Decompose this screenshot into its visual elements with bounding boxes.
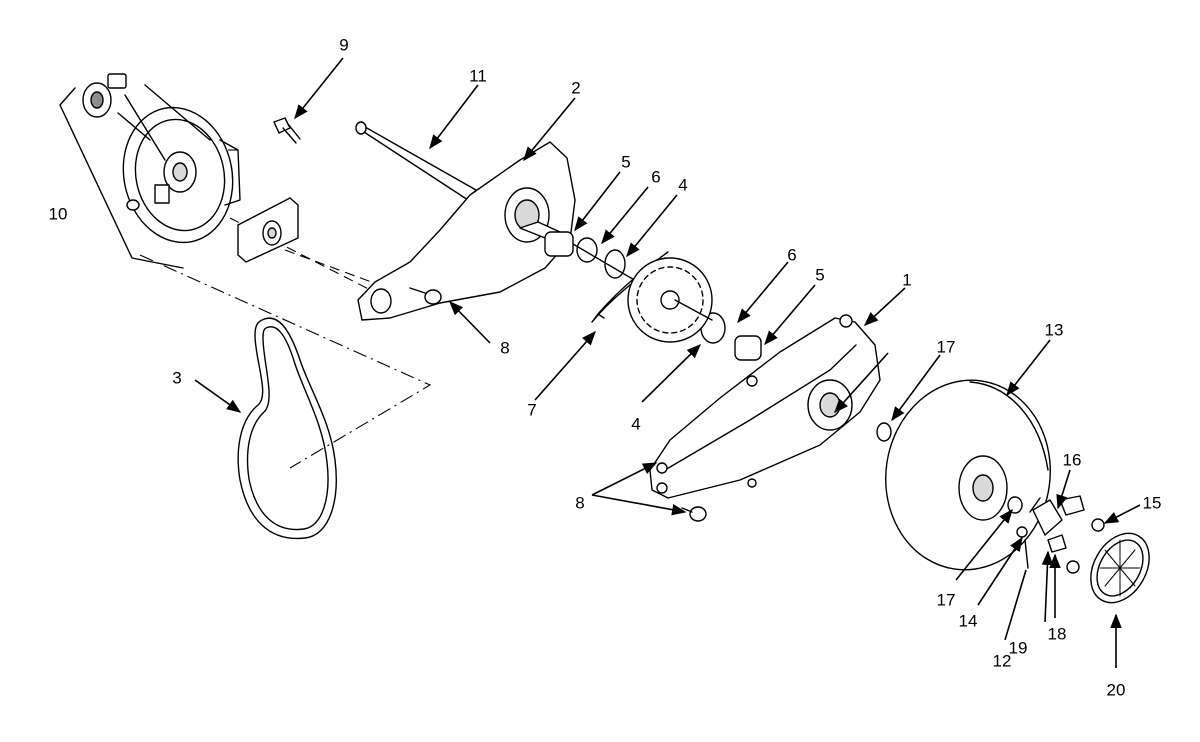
callout-13: 13 <box>1044 320 1064 340</box>
sprocket <box>627 257 713 343</box>
callout-14: 14 <box>958 611 978 631</box>
callout-19: 19 <box>1008 638 1028 658</box>
bolt-8-top <box>409 287 442 305</box>
leader-arrows <box>194 57 1141 668</box>
v-belt <box>237 317 337 540</box>
callout-2: 2 <box>571 78 581 98</box>
callout-6a: 6 <box>651 167 661 187</box>
hubcap <box>1090 532 1150 604</box>
wheel <box>885 379 1051 571</box>
callout-17a: 17 <box>936 337 956 357</box>
callout-4b: 4 <box>631 414 641 434</box>
callout-16: 16 <box>1062 450 1082 470</box>
callout-12: 12 <box>992 651 1012 671</box>
callout-8a: 8 <box>500 338 510 358</box>
callout-20: 20 <box>1106 680 1126 700</box>
callout-11: 11 <box>469 66 487 86</box>
chain-case-cover <box>649 314 881 499</box>
bracket-10 <box>59 87 184 269</box>
callout-8b: 8 <box>575 493 585 513</box>
callout-3: 3 <box>172 368 182 388</box>
callout-7: 7 <box>527 400 537 420</box>
callout-18: 18 <box>1047 624 1067 644</box>
callout-15: 15 <box>1142 493 1162 513</box>
shaft-spacers <box>519 221 762 361</box>
callout-6b: 6 <box>787 245 797 265</box>
callout-5b: 5 <box>815 265 825 285</box>
washer-17 <box>876 422 892 442</box>
callout-9: 9 <box>339 35 349 55</box>
callout-10: 10 <box>48 204 68 224</box>
callout-4a: 4 <box>678 175 688 195</box>
bolt-9 <box>273 117 301 144</box>
callout-17b: 17 <box>936 590 956 610</box>
callout-1: 1 <box>902 270 912 290</box>
drive-pulley-assembly <box>82 73 299 263</box>
callout-5a: 5 <box>621 152 631 172</box>
bolt-8-bottom <box>681 506 707 522</box>
axle-shaft <box>355 121 477 201</box>
